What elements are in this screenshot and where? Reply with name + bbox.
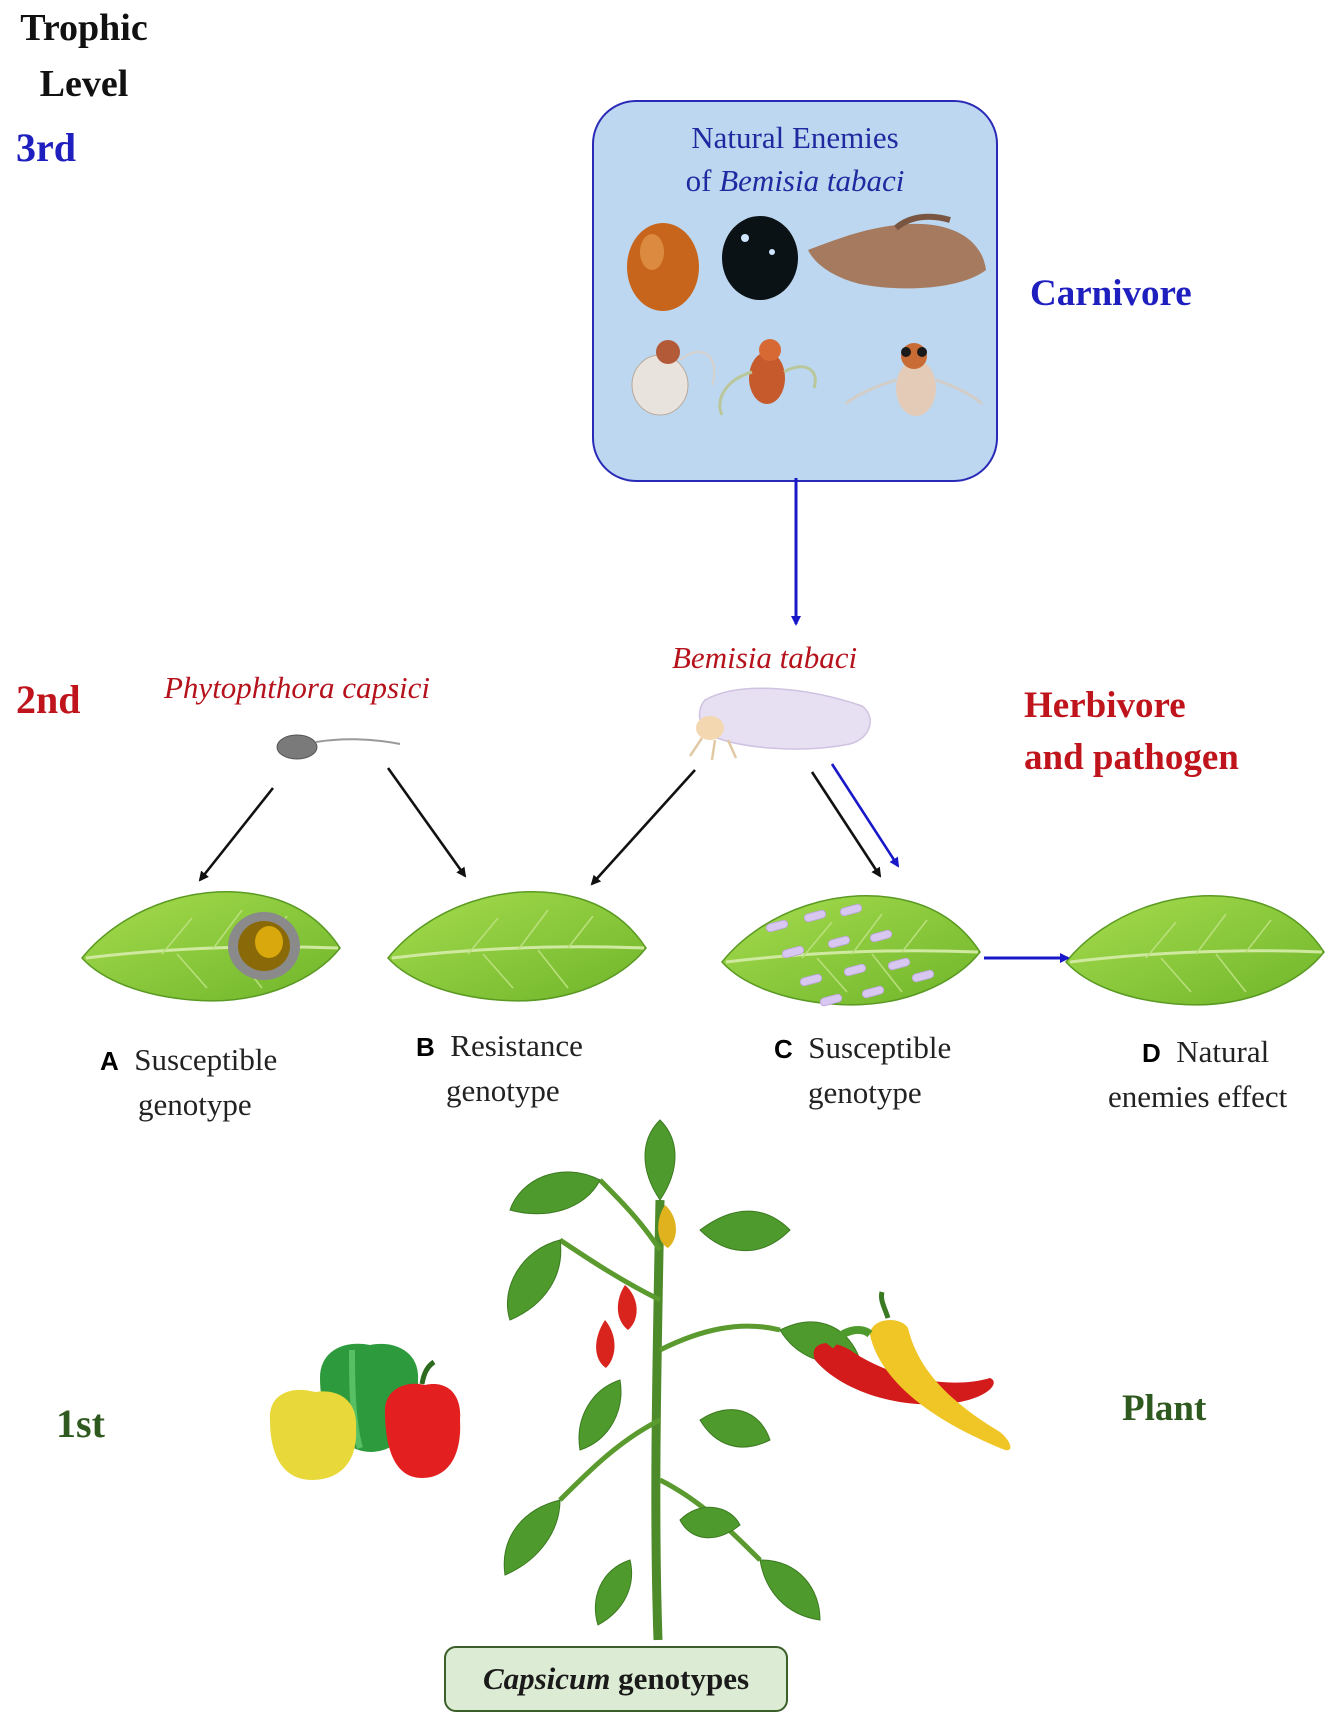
herbivore-species-label: Bemisia tabaci [672,640,858,675]
enemies-title-line-2: of Bemisia tabaci [594,159,996,202]
leaf-a-icon [80,890,342,1003]
caption-c: C Susceptible genotype [774,1026,951,1115]
caption-d: D Natural enemies effect [1108,1030,1330,1119]
leaf-d-icon [1064,894,1326,1007]
caption-c-line1: Susceptible [808,1030,952,1065]
caption-b-line2: genotype [446,1073,560,1108]
whitefly-icon [688,687,871,761]
whitefly-to-b-arrow [590,769,696,886]
caption-b-letter: B [416,1032,435,1062]
caption-a: A Susceptible genotype [100,1038,277,1127]
level-2nd-label: 2nd [16,677,81,722]
caption-d-line2: enemies effect [1108,1079,1288,1114]
whitefly-to-c-arrow [810,771,882,878]
role-line-2: and pathogen [1024,737,1239,778]
enemies-title-species: Bemisia tabaci [719,163,905,198]
caption-d-letter: D [1142,1038,1161,1068]
caption-a-line1: Susceptible [134,1042,278,1077]
trophic-level-title: Trophic Level [4,0,164,112]
bell-peppers-icon [269,1343,461,1480]
title-line-2: Level [39,63,129,105]
zoospore-icon [276,734,401,760]
caption-d-line1: Natural [1176,1034,1270,1069]
caption-b-line1: Resistance [450,1028,583,1063]
level-3rd-label: 3rd [16,125,76,170]
carnivore-label: Carnivore [1030,273,1192,314]
level-1st-label: 1st [56,1401,105,1446]
natural-enemies-title: Natural Enemies of Bemisia tabaci [594,116,996,202]
plant-label: Plant [1122,1388,1207,1429]
capsicum-genotypes-box: Capsicum genotypes [444,1646,788,1712]
enemies-title-line-1: Natural Enemies [691,120,899,155]
natural-enemies-box: Natural Enemies of Bemisia tabaci [592,100,998,482]
capsicum-suffix: genotypes [610,1661,750,1696]
chili-peppers-icon [813,1291,1011,1451]
caption-c-line2: genotype [808,1075,922,1110]
pepper-plant-icon [503,1119,861,1641]
caption-a-line2: genotype [138,1087,252,1122]
leaf-c-icon [720,894,982,1007]
leaf-b-icon [386,890,648,1003]
caption-b: B Resistance genotype [416,1024,583,1113]
pathogen-to-a-arrow [198,787,275,882]
herbivore-pathogen-label: Herbivore and pathogen [1024,680,1239,784]
pathogen-to-b-arrow [386,767,467,878]
caption-a-letter: A [100,1046,119,1076]
title-line-1: Trophic [20,7,148,49]
whitefly-to-c-blue-arrow [830,763,900,868]
role-line-1: Herbivore [1024,685,1186,726]
pathogen-label: Phytophthora capsici [164,670,431,705]
capsicum-species: Capsicum [482,1661,611,1696]
caption-c-letter: C [774,1034,793,1064]
enemies-title-prefix: of [685,163,720,198]
